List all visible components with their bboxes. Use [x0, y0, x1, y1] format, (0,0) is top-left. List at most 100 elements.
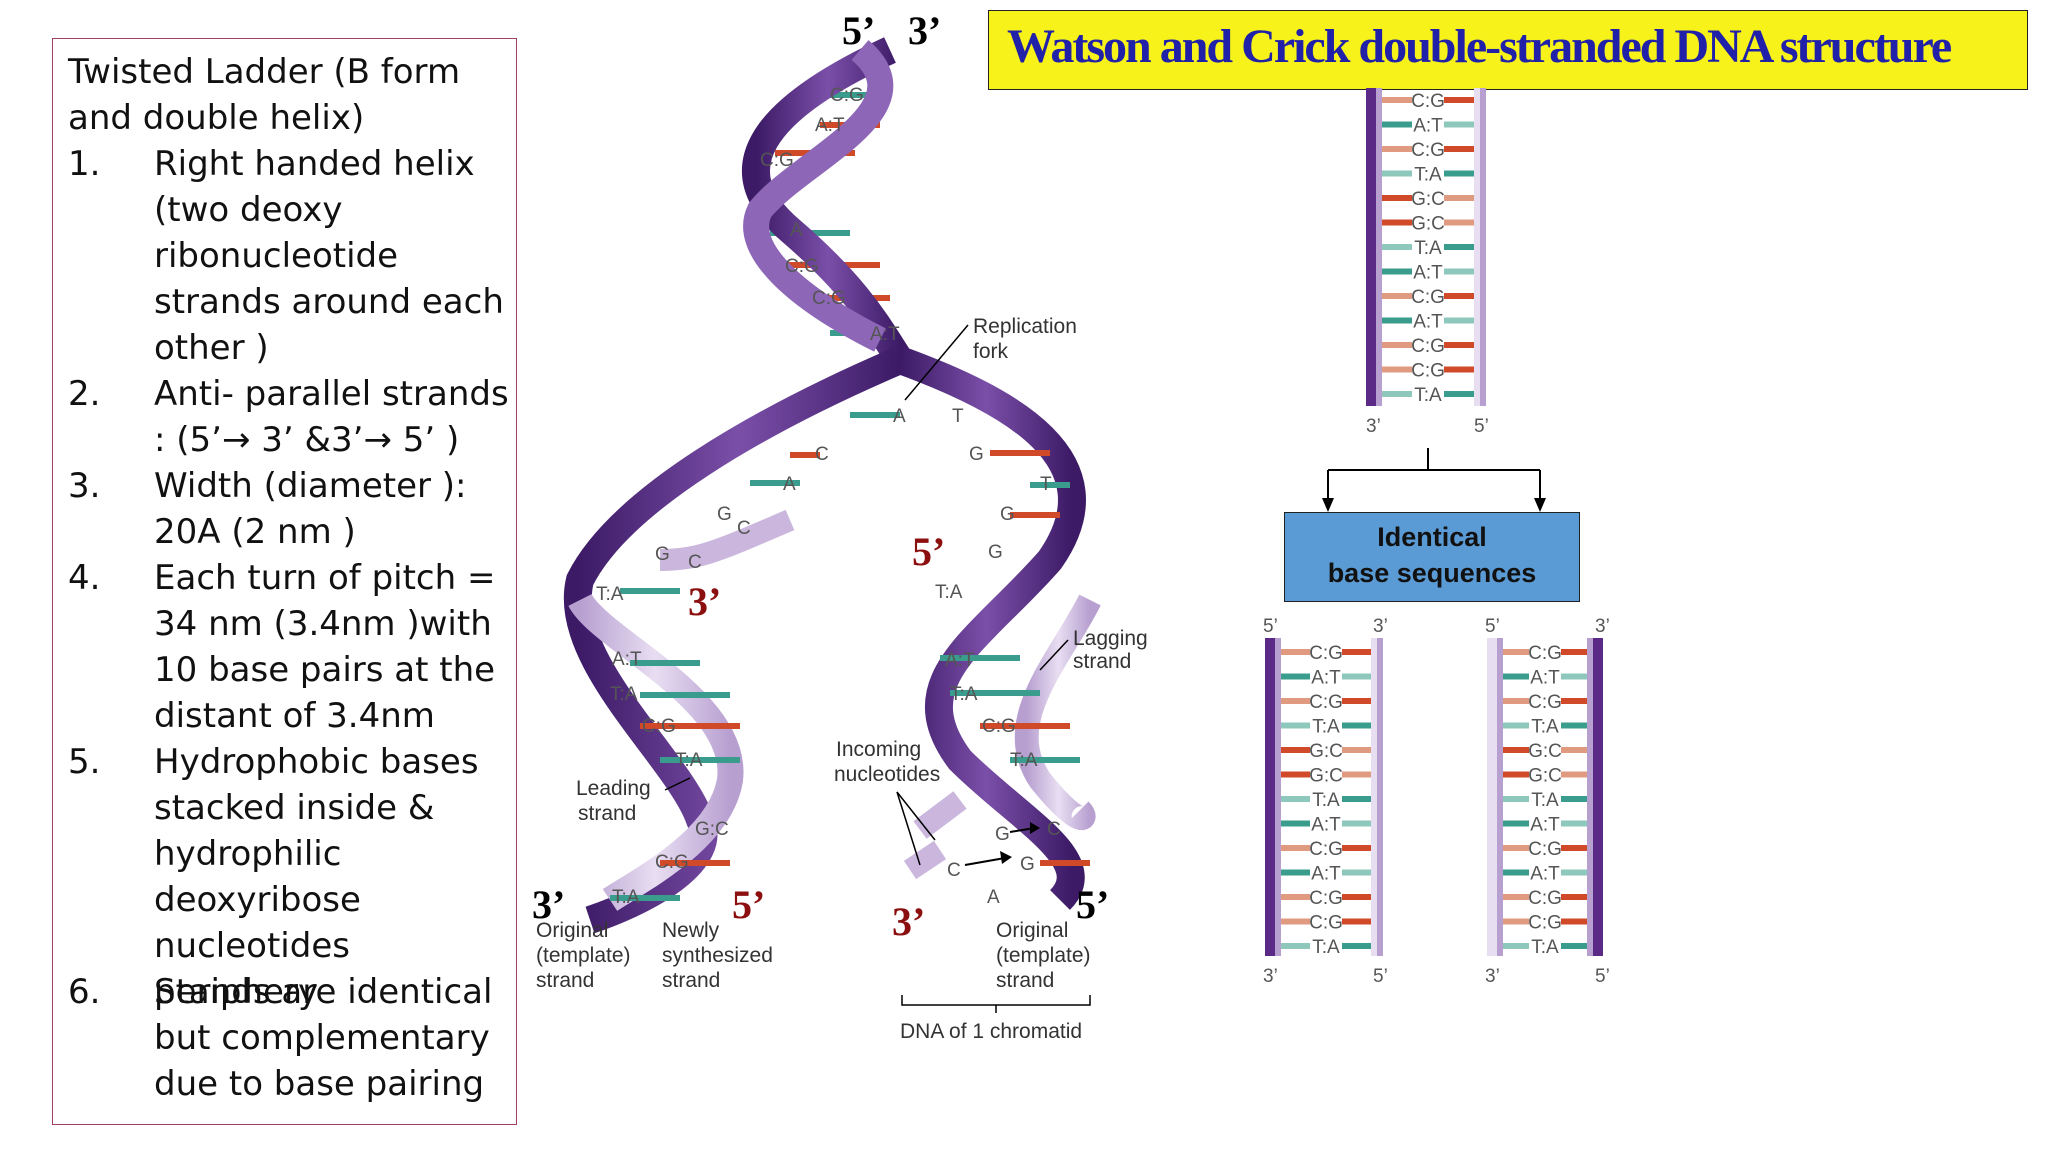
helix-bp-6: C:G [812, 288, 846, 309]
right-daughter-bp-3: C:G [982, 716, 1016, 737]
fork-base-l3: A [783, 474, 796, 495]
ladder-top-pair-2: C:G [1411, 140, 1445, 161]
ladder-left-rung-right-10 [1342, 894, 1371, 900]
ladder-top-rung-right-5 [1444, 219, 1474, 226]
ladder-left-rung-right-5 [1342, 771, 1371, 778]
ladder-top-rung-left-5 [1382, 219, 1412, 226]
ladder-top-rung-right-10 [1444, 342, 1474, 348]
leading-strand-label-2: strand [578, 802, 636, 825]
ladder-left-rung-left-2 [1281, 698, 1310, 704]
incoming-fragment-1 [913, 791, 967, 839]
original-right-label-3: strand [996, 969, 1054, 992]
ladder-right-pair-7: A:T [1530, 815, 1560, 836]
ladder-top-rung-right-8 [1444, 293, 1474, 299]
ladder-right-pair-4: G:C [1528, 741, 1562, 762]
newly-synth-label-2: synthesized [662, 944, 773, 967]
ladder-top-pair-12: T:A [1414, 385, 1442, 406]
ladder-left-pair-8: C:G [1309, 839, 1343, 860]
top-helix-strand-light [743, 40, 894, 352]
ladder-top-pair-4: G:C [1411, 189, 1445, 210]
ladder-right-rung-right-9 [1561, 869, 1587, 876]
ladder-left: 5’ 3’ C:GA:TC:GT:AG:CG:CT:AA:TC:GA:TC:GC… [1263, 616, 1388, 987]
ladder-right-end-top-3: 3’ [1595, 616, 1610, 637]
fork-base-l2: C [815, 444, 829, 465]
ladder-top-rung-right-12 [1444, 391, 1474, 397]
replication-fork-label-2: fork [973, 340, 1009, 363]
identical-label-2: base sequences [1327, 558, 1537, 588]
fork-base-l6: G [655, 544, 670, 565]
chromatid-bracket [901, 995, 1091, 1013]
ladder-top-rung-left-8 [1382, 293, 1412, 299]
ladder-right: 5’ 3’ C:GA:TC:GT:AG:CG:CT:AA:TC:GA:TC:GC… [1485, 616, 1610, 987]
ladder-left-rung-left-1 [1281, 673, 1310, 680]
ladder-left-rung-left-5 [1281, 771, 1310, 778]
ladder-top-rung-left-10 [1382, 342, 1412, 348]
ladder-left-rung-right-6 [1342, 796, 1371, 802]
ladder-left-rung-left-8 [1281, 845, 1310, 851]
ladder-left-pair-4: G:C [1309, 741, 1343, 762]
incoming-fragment-2 [903, 840, 947, 880]
ladder-right-pair-0: C:G [1528, 643, 1562, 664]
left-3-prime: 3’ [532, 882, 565, 927]
left-daughter-bp-2: T:A [610, 684, 638, 705]
ladder-top-rung-right-2 [1444, 146, 1474, 152]
right-daughter-bp-7: C [947, 860, 961, 881]
ladder-top-rung-left-6 [1382, 244, 1412, 250]
ladder-left-pair-11: C:G [1309, 913, 1343, 934]
ladder-top-pair-8: C:G [1411, 287, 1445, 308]
ladder-left-rung-left-0 [1281, 649, 1310, 655]
ladder-top-rung-left-7 [1382, 268, 1412, 275]
ladder-left-rung-left-11 [1281, 918, 1310, 925]
ladder-right-pair-1: A:T [1530, 668, 1560, 689]
daughter-rungs [610, 412, 1090, 901]
replication-diagram: C:G A:T C:G A C:G C:G A:T A C A G C G C … [532, 8, 1148, 1043]
incoming-nucleotides-label-2: nucleotides [834, 763, 940, 786]
lagging-strand-pointer [1039, 639, 1069, 671]
ladder-left-rung-right-0 [1342, 649, 1371, 655]
ladder-top-pair-10: C:G [1411, 336, 1445, 357]
right-parent-strand [895, 346, 1086, 910]
fork-base-r2: G [969, 444, 984, 465]
ladder-right-rung-right-5 [1561, 771, 1587, 778]
ladder-left-rung-right-4 [1342, 747, 1371, 753]
ladder-right-rung-left-10 [1503, 894, 1529, 900]
ladder-right-pair-5: G:C [1528, 766, 1562, 787]
ladder-top-rung-right-9 [1444, 317, 1474, 324]
ladder-left-pair-0: C:G [1309, 643, 1343, 664]
replication-fork-pointer [904, 324, 969, 401]
ladder-right-rung-right-0 [1561, 649, 1587, 655]
ladder-right-rung-right-11 [1561, 918, 1587, 925]
fork-base-r3: T [1040, 474, 1052, 495]
mid-3-prime: 3’ [688, 579, 721, 624]
identical-label-1: Identical [1377, 522, 1487, 552]
ladder-left-rung-right-3 [1342, 722, 1371, 729]
newly-synth-label-1: Newly [662, 919, 720, 942]
ladder-left-rung-right-7 [1342, 820, 1371, 827]
right-daughter-bp-5: G [995, 824, 1010, 845]
ladder-right-end-bottom-3: 3’ [1485, 966, 1500, 987]
original-left-label-3: strand [536, 969, 594, 992]
ladder-right-rung-left-2 [1503, 698, 1529, 704]
ladder-left-pair-9: A:T [1311, 864, 1341, 885]
ladder-right-rung-left-5 [1503, 771, 1529, 778]
ladder-top-rung-left-3 [1382, 170, 1412, 177]
fork-base-l1: A [893, 406, 906, 427]
ladder-right-end-bottom-5: 5’ [1595, 966, 1610, 987]
helix-bp-3: C:G [760, 150, 794, 171]
ladder-right-rung-right-2 [1561, 698, 1587, 704]
ladder-right-rung-right-7 [1561, 820, 1587, 827]
split-arrows [1322, 448, 1546, 512]
ladder-left-end-top-3: 3’ [1373, 616, 1388, 637]
ladder-left-rung-left-12 [1281, 943, 1310, 949]
fork-base-l7: C [688, 552, 702, 573]
ladder-top-rung-left-2 [1382, 146, 1412, 152]
ladder-top-pair-3: T:A [1414, 165, 1442, 186]
ladder-left-pair-3: T:A [1312, 717, 1340, 738]
ladder-right-pair-6: T:A [1531, 790, 1559, 811]
ladder-right-rung-left-3 [1503, 722, 1529, 729]
ladder-right-pair-9: A:T [1530, 864, 1560, 885]
ladder-left-pair-12: T:A [1312, 937, 1340, 958]
mid-5-prime: 5’ [912, 529, 945, 574]
ladder-right-rung-right-8 [1561, 845, 1587, 851]
ladder-left-rung-right-8 [1342, 845, 1371, 851]
